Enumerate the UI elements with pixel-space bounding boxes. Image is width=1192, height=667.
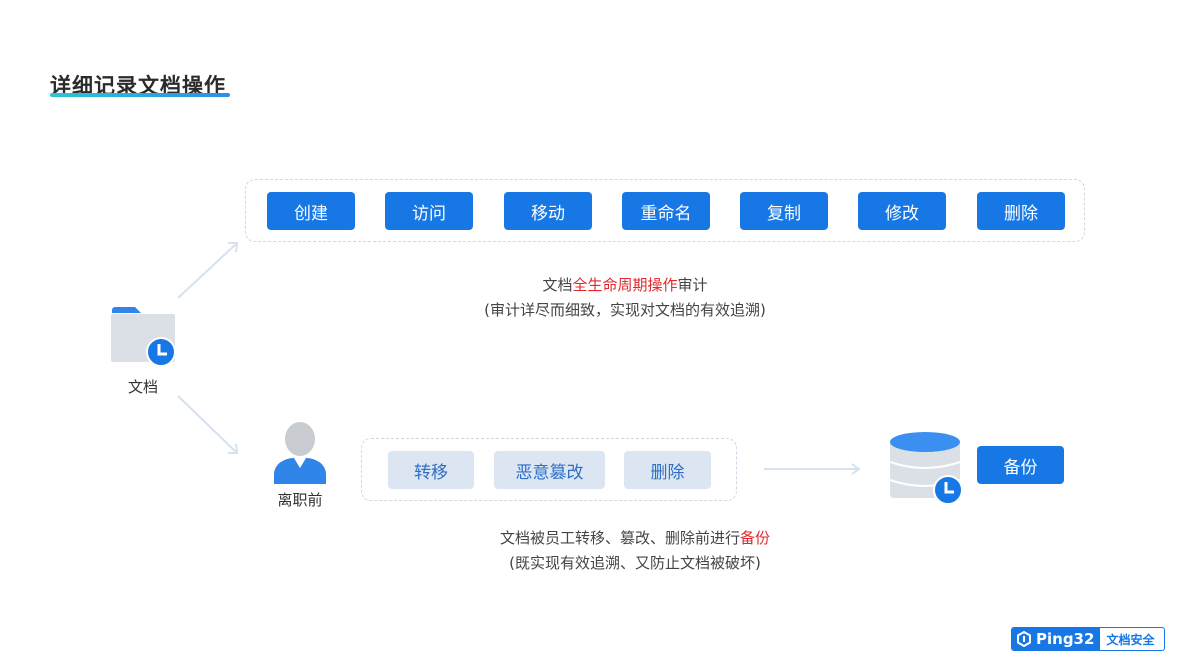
arrow-to-database-head xyxy=(851,463,861,475)
caption-bottom-highlight: 备份 xyxy=(740,529,771,547)
risk-actions-group xyxy=(361,438,737,501)
person-icon xyxy=(274,422,326,484)
backup-button: 备份 xyxy=(977,446,1064,484)
op-modify: 修改 xyxy=(858,192,946,230)
arrow-doc-to-ops xyxy=(177,243,237,299)
logo-brand-block: Ping32 xyxy=(1012,628,1101,650)
op-create: 创建 xyxy=(267,192,355,230)
caption-top-prefix: 文档 xyxy=(542,276,573,294)
op-delete: 删除 xyxy=(977,192,1065,230)
logo-brand: Ping32 xyxy=(1036,630,1095,648)
op-move: 移动 xyxy=(504,192,592,230)
op-rename: 重命名 xyxy=(622,192,710,230)
document-label: 文档 xyxy=(127,378,158,396)
risk-tamper: 恶意篡改 xyxy=(494,451,605,489)
op-access: 访问 xyxy=(385,192,473,230)
folder-clock-icon xyxy=(111,307,176,366)
risk-delete: 删除 xyxy=(624,451,711,489)
person-label: 离职前 xyxy=(277,491,323,509)
caption-top-highlight: 全生命周期操作 xyxy=(572,276,678,294)
arrow-doc-to-ops-head xyxy=(228,242,239,253)
title-underline xyxy=(50,93,230,97)
operations-group xyxy=(245,179,1085,242)
logo-tag: 文档安全 xyxy=(1106,632,1155,647)
op-copy: 复制 xyxy=(740,192,828,230)
caption-bottom-prefix: 文档被员工转移、篡改、删除前进行 xyxy=(499,529,740,547)
risk-transfer: 转移 xyxy=(388,451,474,489)
arrow-doc-to-person xyxy=(177,395,237,453)
caption-top-line2: (审计详尽而细致，实现对文档的有效追溯) xyxy=(484,301,766,319)
caption-bottom: 文档被员工转移、篡改、删除前进行备份 (既实现有效追溯、又防止文档被破坏) xyxy=(440,526,830,576)
caption-bottom-line2: (既实现有效追溯、又防止文档被破坏) xyxy=(509,554,761,572)
caption-top: 文档全生命周期操作审计 (审计详尽而细致，实现对文档的有效追溯) xyxy=(420,273,830,323)
ping32-logo-icon xyxy=(1017,631,1031,647)
ping32-logo: Ping32 文档安全 xyxy=(1011,627,1165,651)
database-clock-icon xyxy=(889,432,963,505)
caption-top-suffix: 审计 xyxy=(677,276,708,294)
arrow-doc-to-person-head xyxy=(228,443,239,454)
